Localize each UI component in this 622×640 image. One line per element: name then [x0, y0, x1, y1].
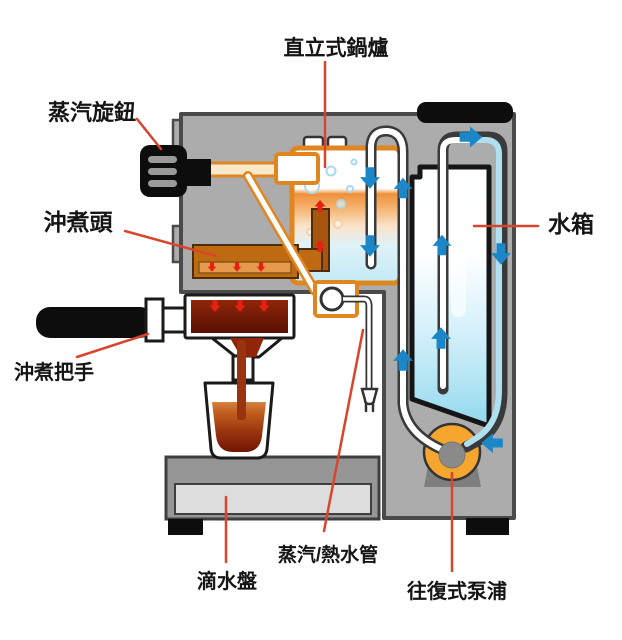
pump-shaft — [438, 441, 466, 469]
tank-glare — [451, 172, 466, 317]
knob-ridge-2 — [148, 168, 177, 175]
steam-knob-pipe — [204, 161, 280, 178]
tank-to-pump-tube-outline — [460, 152, 508, 453]
callout-labels: 直立式鍋爐 蒸汽旋鈕 沖煮頭 水箱 沖煮把手 蒸汽/熱水管 滴水盤 往復式泵浦 — [14, 36, 594, 603]
tank-lid-handle — [417, 102, 513, 123]
pump-to-boiler-pipe-inner — [368, 127, 444, 452]
portafilter-handle — [36, 307, 154, 338]
diagonal-pipe-inner — [245, 173, 318, 294]
callout-line-brew-head — [123, 229, 218, 258]
brew-head-channel — [198, 261, 292, 274]
label-portafilter: 沖煮把手 — [14, 360, 94, 384]
steam-knob-shaft — [184, 159, 211, 186]
tank-suction-tube-inner — [440, 137, 473, 389]
steam-wand-tube-inner — [343, 297, 371, 389]
drip-tray — [164, 455, 381, 535]
drip-tray-insert — [174, 483, 372, 515]
right-foot — [466, 518, 509, 535]
knob-ridge-3 — [148, 180, 177, 187]
label-pump: 往復式泵浦 — [407, 579, 507, 603]
tank-to-pump-tube-inner — [464, 137, 502, 447]
knob-ridge-1 — [148, 156, 177, 163]
label-boiler: 直立式鍋爐 — [284, 36, 389, 60]
wand-valve-wheel — [319, 286, 345, 312]
steam-wand-tip-prongs — [364, 402, 375, 413]
label-steam-pipe: 蒸汽/熱水管 — [278, 543, 378, 566]
annotation-lines — [75, 60, 540, 573]
steam-circuit — [204, 152, 379, 413]
callout-line-steam-knob — [135, 117, 163, 151]
callout-line-steam-pipe — [322, 328, 365, 533]
steam-knob — [140, 145, 211, 197]
water-circuit — [365, 125, 508, 455]
callout-line-portafilter — [75, 332, 150, 359]
steam-valve-box — [274, 152, 320, 185]
cup-coffee — [212, 402, 266, 452]
brew-head — [192, 208, 330, 279]
label-water-tank: 水箱 — [548, 211, 594, 237]
coffee-stream — [237, 340, 246, 420]
water-tank — [409, 164, 492, 429]
steam-wand-tip — [360, 387, 379, 406]
label-steam-knob: 蒸汽旋鈕 — [48, 100, 136, 125]
label-drip-tray: 滴水盤 — [197, 569, 258, 593]
water-tank-vessel — [409, 164, 492, 429]
label-brew-head: 沖煮頭 — [44, 209, 114, 235]
left-foot — [168, 519, 203, 535]
espresso-cup — [203, 340, 275, 460]
